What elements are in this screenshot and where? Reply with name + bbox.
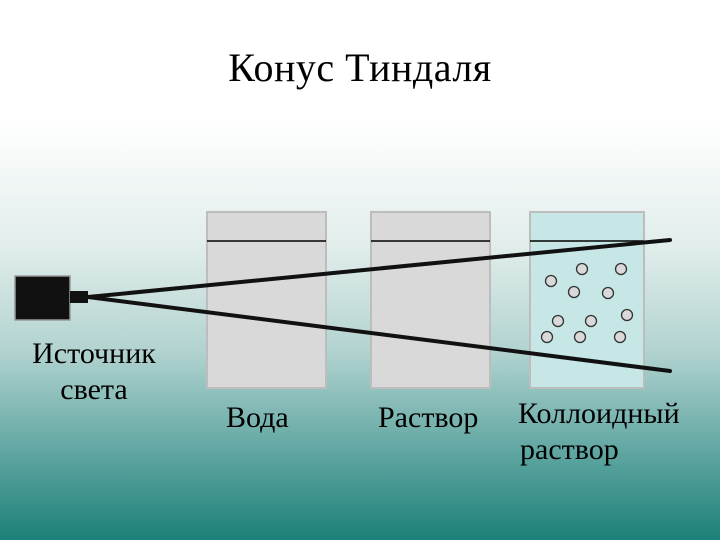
diagram-title: Конус Тиндаля <box>228 45 492 90</box>
particle <box>613 330 627 344</box>
label-colloid-line: Коллоидный <box>518 396 680 432</box>
vessel-water <box>206 211 327 389</box>
particle <box>540 330 554 344</box>
label-colloid-line: раствор <box>518 432 680 468</box>
light-source-nozzle <box>70 291 88 303</box>
light-source <box>14 275 88 321</box>
particle <box>551 314 565 328</box>
label-colloid-solution: Коллоидный раствор <box>518 396 680 468</box>
light-source-body <box>14 275 71 321</box>
particle <box>601 286 615 300</box>
beam-lower-edge <box>86 295 672 373</box>
label-colloid-line-1: Коллоидный <box>518 397 680 430</box>
label-light-source-line: света <box>14 372 174 408</box>
particle <box>573 330 587 344</box>
label-solution: Раствор <box>378 401 479 434</box>
label-light-source: Источник света <box>14 336 174 408</box>
particle <box>584 314 598 328</box>
light-beam <box>86 238 672 373</box>
beam-upper-edge <box>86 238 672 299</box>
label-colloid-line-2: раствор <box>520 433 619 466</box>
particle <box>575 262 589 276</box>
label-source-line-2: света <box>60 373 128 406</box>
particle <box>567 285 581 299</box>
label-water: Вода <box>226 401 289 434</box>
particle <box>544 274 558 288</box>
colloid-particles <box>540 262 634 344</box>
vessel-solution <box>370 211 491 389</box>
particle <box>620 308 634 322</box>
label-source-line-1: Источник <box>32 337 156 370</box>
label-light-source-line: Источник <box>14 336 174 372</box>
particle <box>614 262 628 276</box>
